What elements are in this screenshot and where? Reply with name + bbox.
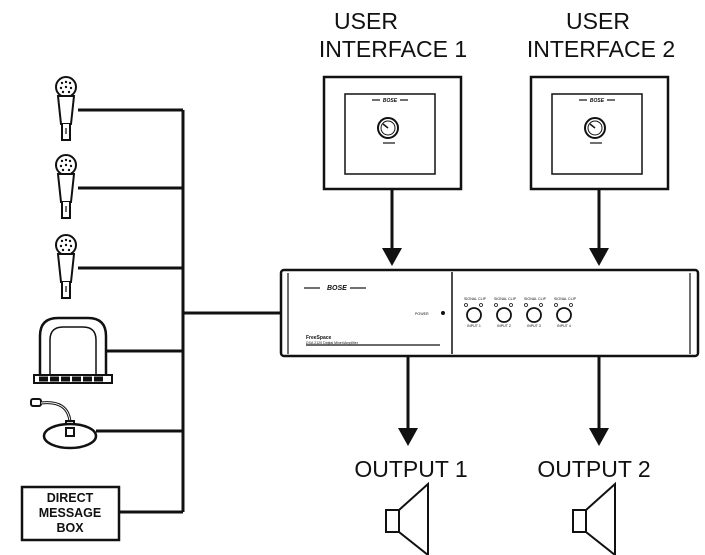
volume-knob-icon [377,117,399,144]
dmb-line3: BOX [56,521,84,535]
ui2-label-line1: USER [566,8,630,34]
user-interface-2: BOSE [529,75,670,191]
svg-text:CLIP: CLIP [538,297,547,301]
amp-power-label: POWER [415,312,429,316]
handheld-microphone-icon [55,154,77,219]
svg-text:INPUT 1: INPUT 1 [467,324,481,328]
input-bus-wiring [78,108,281,514]
paging-station-icon [33,316,113,384]
svg-text:CLIP: CLIP [568,297,577,301]
output2-label: OUTPUT 2 [537,456,650,482]
direct-message-box: DIRECT MESSAGE BOX [20,485,121,542]
svg-text:CLIP: CLIP [478,297,487,301]
input-knob-2: SIGNAL CLIP INPUT 2 [494,297,517,328]
ui1-label-line1: USER [334,8,398,34]
handheld-microphone-icon [55,234,77,299]
svg-text:INPUT 3: INPUT 3 [527,324,541,328]
amp-model: FreeSpace [306,335,332,341]
svg-text:SIGNAL: SIGNAL [524,297,537,301]
dmb-line1: DIRECT [47,491,94,505]
ui2-brand: BOSE [590,98,605,104]
input-knob-4: SIGNAL CLIP INPUT 4 [554,297,577,328]
loudspeaker-icon [385,481,429,555]
dmb-line2: MESSAGE [39,506,102,520]
amp-model-sub: DXA 2120 Digital Mixer/Amplifier [306,341,359,345]
amp-brand: BOSE [327,285,347,292]
ui1-to-amp-arrow [382,189,402,266]
amplifier-unit: BOSE FreeSpace DXA 2120 Digital Mixer/Am… [279,268,700,358]
amp-to-output1-arrow [398,356,418,446]
output1-label: OUTPUT 1 [354,456,467,482]
svg-text:SIGNAL: SIGNAL [464,297,477,301]
svg-text:CLIP: CLIP [508,297,517,301]
ui1-brand: BOSE [383,98,398,104]
input-knob-3: SIGNAL CLIP INPUT 3 [524,297,547,328]
svg-text:SIGNAL: SIGNAL [494,297,507,301]
loudspeaker-icon [572,481,616,555]
ui2-label-line2: INTERFACE 2 [527,36,675,62]
ui2-to-amp-arrow [589,189,609,266]
input-knob-1: SIGNAL CLIP INPUT 1 [464,297,487,328]
svg-text:INPUT 4: INPUT 4 [557,324,571,328]
volume-knob-icon [584,117,606,144]
svg-text:INPUT 2: INPUT 2 [497,324,511,328]
handheld-microphone-icon [55,76,77,141]
svg-text:SIGNAL: SIGNAL [554,297,567,301]
amp-to-output2-arrow [589,356,609,446]
gooseneck-microphone-icon [30,398,98,450]
ui1-label-line2: INTERFACE 1 [319,36,467,62]
user-interface-1: BOSE [322,75,463,191]
